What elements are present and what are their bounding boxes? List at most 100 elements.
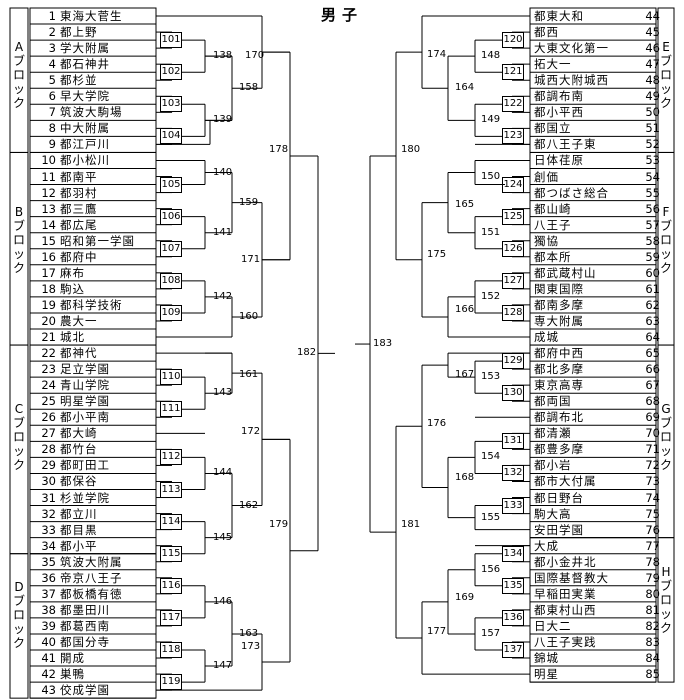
block-label-g: Gブロック (659, 402, 672, 472)
entry-number: 6 (48, 89, 56, 104)
match-number: 181 (400, 519, 422, 531)
team-name: 拓大一 (534, 57, 572, 72)
match-number: 175 (426, 249, 448, 261)
match-number: 155 (480, 511, 502, 524)
team-name: 筑波大駒場 (60, 105, 123, 120)
team-name: 都立川 (60, 506, 98, 521)
entry-number: 33 (41, 522, 56, 537)
entry-number: 40 (41, 634, 56, 649)
match-box: 122 (502, 96, 524, 113)
match-number: 180 (400, 144, 422, 156)
match-number: 182 (296, 347, 318, 360)
page-title: 男子 (320, 6, 363, 24)
entry-number: 24 (41, 378, 56, 393)
entry-number: 20 (41, 313, 56, 328)
match-number: 150 (480, 170, 502, 183)
match-box: 108 (160, 272, 182, 289)
team-entry: 37 都板橋有徳 (30, 586, 156, 602)
match-box: 126 (502, 240, 524, 257)
team-name: 獨協 (534, 233, 559, 248)
team-name: 大成 (534, 538, 559, 553)
block-label-h: Hブロック (659, 565, 672, 635)
team-name: 都江戸川 (60, 137, 110, 152)
entry-number: 26 (41, 410, 56, 425)
team-name: 開成 (60, 651, 85, 665)
match-number: 151 (480, 226, 502, 239)
match-number: 157 (480, 627, 502, 640)
team-name: 都杉並 (60, 73, 98, 88)
team-entry: 41 開成 (30, 650, 156, 666)
match-box: 110 (160, 369, 182, 386)
team-entry: 1 東海大菅生 (30, 8, 156, 24)
team-name: 足立学園 (60, 362, 110, 377)
entry-number: 7 (48, 105, 56, 120)
team-name: 都東大和 (534, 9, 584, 23)
match-box: 111 (160, 401, 182, 418)
block-frame (29, 553, 157, 699)
match-number: 168 (454, 472, 476, 484)
team-name: 都墨田川 (60, 602, 110, 617)
block-label-d: Dブロック (12, 580, 25, 650)
team-name: 学大附属 (60, 41, 110, 56)
block-label-e: Eブロック (659, 40, 672, 110)
entry-number: 30 (41, 474, 56, 489)
team-name: 都つばさ総合 (534, 185, 609, 200)
team-name: 国際基督教大 (534, 570, 609, 585)
block-label-a: Aブロック (12, 40, 25, 110)
match-box: 132 (502, 465, 524, 482)
team-name: 日大二 (534, 618, 572, 633)
match-box: 129 (502, 353, 524, 370)
match-number: 167 (454, 369, 476, 381)
match-box: 121 (502, 64, 524, 81)
team-name: 東海大菅生 (60, 9, 123, 23)
team-name: 農大一 (60, 313, 98, 328)
team-name: 都八王子東 (534, 137, 597, 152)
entry-number: 17 (41, 265, 56, 280)
entry-number: 23 (41, 362, 56, 377)
match-box: 127 (502, 272, 524, 289)
block-frame (29, 344, 157, 555)
match-number: 153 (480, 371, 502, 384)
team-name: 都板橋有徳 (60, 586, 123, 601)
team-entry: 23 足立学園 (30, 361, 156, 377)
team-name: 都広尾 (60, 217, 98, 232)
team-name: 明星 (534, 667, 559, 682)
entry-number: 1 (48, 9, 56, 23)
entry-number: 27 (41, 426, 56, 441)
team-name: 八王子 (534, 217, 572, 232)
block-frame (657, 151, 675, 346)
entry-number: 16 (41, 249, 56, 264)
entry-number: 12 (41, 185, 56, 200)
match-number: 165 (454, 199, 476, 211)
team-name: 安田学園 (534, 522, 584, 537)
entry-number: 41 (41, 651, 56, 665)
team-name: 錦城 (534, 651, 559, 665)
team-name: 都調布南 (534, 89, 584, 104)
match-box: 115 (160, 545, 182, 562)
team-name: 城北 (60, 330, 85, 344)
entry-number: 37 (41, 586, 56, 601)
entry-number: 19 (41, 297, 56, 312)
entry-number: 28 (41, 442, 56, 457)
team-name: 日体荏原 (534, 153, 584, 168)
match-number: 172 (240, 426, 262, 438)
team-name: 都市大付属 (534, 474, 597, 489)
team-name: 成城 (534, 330, 559, 344)
team-name: 都豊多摩 (534, 442, 584, 457)
team-name: 城西大附城西 (534, 73, 609, 88)
block-label-c: Cブロック (12, 402, 25, 472)
match-box: 123 (502, 128, 524, 145)
